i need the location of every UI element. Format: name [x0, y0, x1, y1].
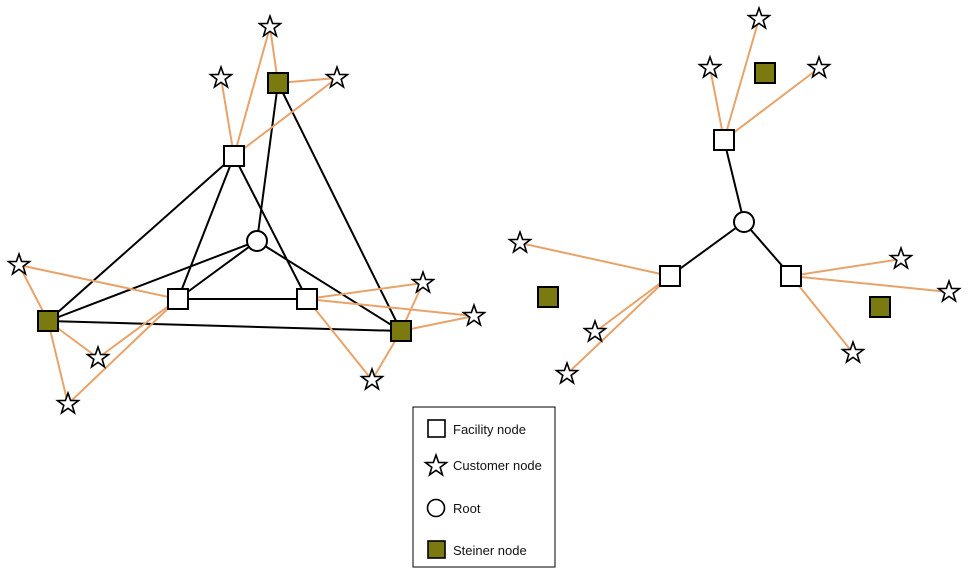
- edge: [306, 298, 475, 317]
- right-black-edges: [669, 139, 792, 277]
- edge: [18, 264, 179, 300]
- edge: [790, 275, 854, 354]
- customer-node: [583, 320, 607, 342]
- root-node: [733, 211, 755, 233]
- edge: [723, 18, 760, 141]
- edge: [47, 320, 69, 405]
- right-orange-edges: [519, 18, 950, 375]
- left-black-edges: [47, 82, 402, 332]
- circle-icon: [426, 498, 446, 518]
- edge: [790, 258, 902, 277]
- customer-node: [747, 7, 771, 29]
- legend-customer-label: Customer node: [453, 458, 542, 473]
- edge: [306, 298, 373, 381]
- root-node: [246, 230, 268, 252]
- customer-node: [508, 231, 532, 253]
- left-graph: [7, 15, 486, 414]
- edge: [709, 67, 725, 141]
- edge: [669, 221, 745, 277]
- edge: [177, 240, 258, 300]
- edge: [233, 155, 308, 300]
- edge: [723, 67, 820, 141]
- steiner-node: [267, 72, 289, 94]
- edge: [256, 240, 402, 332]
- customer-node: [937, 280, 961, 302]
- edge: [97, 298, 179, 359]
- edge: [67, 298, 179, 405]
- legend-steiner-label: Steiner node: [453, 543, 527, 558]
- facility-node: [223, 145, 245, 167]
- square-icon: [427, 419, 446, 438]
- facility-node: [167, 288, 189, 310]
- legend-facility-label: Facility node: [453, 422, 526, 437]
- filled-square-icon: [427, 540, 446, 559]
- edge: [47, 155, 235, 322]
- edge: [566, 275, 671, 375]
- edge: [306, 282, 424, 300]
- edge: [790, 275, 950, 293]
- legend: Facility node Customer node Root Steiner…: [412, 406, 556, 568]
- left-nodes: [7, 15, 486, 414]
- legend-root-label: Root: [453, 501, 481, 516]
- facility-node: [780, 265, 802, 287]
- left-orange-edges: [18, 26, 475, 405]
- facility-node: [296, 288, 318, 310]
- edge: [594, 275, 671, 333]
- customer-node: [462, 304, 486, 326]
- steiner-node: [754, 62, 776, 84]
- edge: [177, 155, 235, 300]
- edge: [220, 77, 235, 157]
- steiner-node: [869, 296, 891, 318]
- right-graph: [508, 7, 961, 384]
- edge: [233, 77, 338, 157]
- steiner-node: [537, 286, 559, 308]
- customer-node: [889, 247, 913, 269]
- facility-node: [659, 265, 681, 287]
- right-nodes: [508, 7, 961, 384]
- customer-node: [86, 346, 110, 368]
- customer-node: [698, 56, 722, 78]
- edge: [723, 139, 745, 223]
- edge: [400, 315, 475, 332]
- steiner-node: [390, 320, 412, 342]
- facility-node: [713, 129, 735, 151]
- steiner-node: [37, 310, 59, 332]
- edge: [233, 26, 271, 157]
- edge: [256, 82, 279, 242]
- customer-node: [7, 253, 31, 275]
- edge: [519, 242, 671, 277]
- edge: [47, 320, 402, 332]
- edge: [47, 240, 258, 322]
- customer-node: [411, 271, 435, 293]
